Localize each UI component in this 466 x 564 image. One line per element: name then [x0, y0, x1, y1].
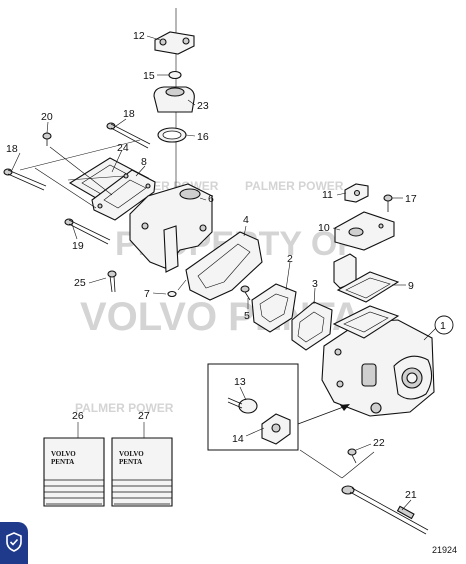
callout-3: 3	[312, 278, 318, 290]
callout-circle-1	[434, 315, 454, 335]
part-plate-10	[334, 211, 395, 251]
book-26-brand-line2: PENTA	[51, 458, 74, 466]
callout-19: 19	[72, 240, 84, 252]
callout-6: 6	[208, 193, 214, 205]
callout-18-top: 18	[123, 108, 135, 120]
part-pin-7	[167, 290, 177, 298]
book-27-brand-line2: PENTA	[119, 458, 142, 466]
part-screw-17	[383, 194, 393, 212]
figure-number: 21924	[432, 545, 457, 555]
part-sensor-13	[227, 397, 258, 414]
leader-lines	[11, 35, 437, 511]
callout-21: 21	[405, 489, 417, 501]
callout-18-left: 18	[6, 143, 18, 155]
callout-27: 27	[138, 410, 150, 422]
bolt-18-top	[106, 122, 151, 149]
part-clamp-11	[344, 183, 369, 203]
callout-20: 20	[41, 111, 53, 123]
callout-15: 15	[143, 70, 155, 82]
verified-badge[interactable]	[0, 522, 28, 564]
shield-check-icon	[6, 532, 22, 552]
part-screw-5	[240, 285, 251, 301]
inset-detail-box	[207, 363, 299, 451]
callout-8: 8	[141, 156, 147, 168]
callout-1: 1	[440, 320, 446, 332]
callout-10: 10	[318, 222, 330, 234]
part-clamp-12	[154, 31, 195, 55]
part-screw-20	[42, 132, 52, 146]
callout-4: 4	[243, 214, 249, 226]
part-screw-22	[347, 448, 357, 464]
part-pump-body-1	[321, 305, 435, 417]
callout-22: 22	[373, 437, 385, 449]
callout-labels: 1 2 3 4 5 6 7 8 9 10 11 12 13 14 15 16 1…	[6, 30, 446, 501]
callout-11: 11	[322, 189, 333, 201]
callout-7: 7	[144, 288, 150, 300]
book-27: VOLVO PENTA	[111, 437, 173, 507]
watermark-bottom: PALMER POWER	[75, 401, 174, 415]
callout-17: 17	[405, 193, 417, 205]
part-valve-14	[261, 413, 291, 445]
part-fitting-23	[153, 86, 195, 113]
part-oring-16	[157, 127, 187, 143]
inset-arrow	[297, 404, 350, 425]
book-26: VOLVO PENTA	[43, 437, 105, 507]
bolt-19	[64, 218, 111, 245]
callout-13: 13	[234, 376, 246, 388]
callout-25: 25	[74, 277, 86, 289]
book-27-brand: VOLVO	[119, 450, 144, 458]
part-washer-15	[168, 70, 182, 80]
callout-23: 23	[197, 100, 209, 112]
bolt-18-left	[3, 168, 47, 191]
callout-26: 26	[72, 410, 84, 422]
part-housing-6	[129, 183, 213, 273]
part-bolt-25	[107, 270, 117, 293]
assembly-lines	[19, 139, 187, 291]
part-gasket-9	[336, 271, 400, 303]
part-gasket-2	[251, 283, 297, 333]
callout-9: 9	[408, 280, 414, 292]
callout-24: 24	[117, 142, 129, 154]
callout-12: 12	[133, 30, 145, 42]
callout-2: 2	[287, 253, 293, 265]
watermark-top-right: PALMER POWER	[245, 179, 344, 193]
callout-14: 14	[232, 433, 244, 445]
part-gasket-4	[185, 231, 263, 301]
book-26-brand: VOLVO	[51, 450, 76, 458]
part-shaft-21	[299, 449, 429, 535]
callout-16: 16	[197, 131, 209, 143]
callout-5: 5	[244, 310, 250, 322]
